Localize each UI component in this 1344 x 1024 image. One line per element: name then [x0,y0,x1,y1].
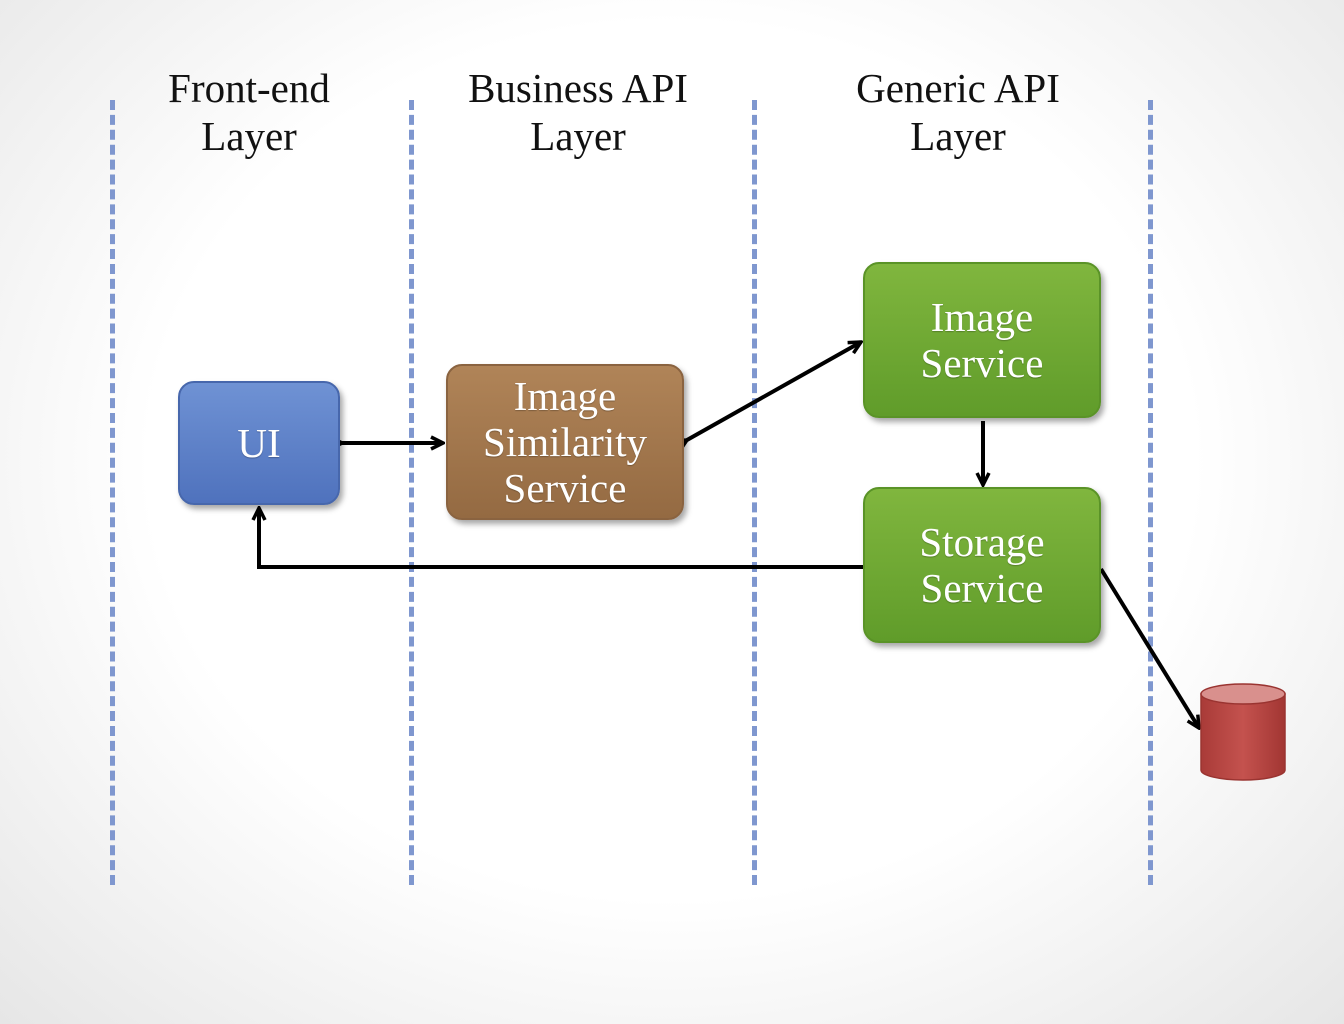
layer-title-generic-api: Generic API Layer [798,64,1118,160]
layer-divider [1148,100,1153,885]
node-label: UI [237,420,281,466]
node-label: Image [930,294,1034,340]
layer-title-business-api: Business API Layer [418,64,738,160]
layer-title-line: Layer [910,113,1006,159]
node-label: Image [513,373,617,419]
layer-divider [752,100,757,885]
storage-service-node: Storage Service [863,487,1101,643]
layer-title-line: Business API [468,65,688,111]
ui-node: UI [178,381,340,505]
layer-divider [409,100,414,885]
layer-title-line: Front-end [168,65,330,111]
layer-title-line: Generic API [856,65,1060,111]
database-icon [1200,683,1286,781]
arrow-similarity-image [687,342,861,440]
layer-divider [110,100,115,885]
layer-title-line: Layer [530,113,626,159]
arrow-storage-ui [259,508,863,569]
node-label: Similarity [483,419,647,465]
layer-title-line: Layer [201,113,297,159]
image-similarity-service-node: Image Similarity Service [446,364,684,520]
node-label: Storage [919,519,1045,565]
node-label: Service [920,565,1044,611]
node-label: Service [503,465,627,511]
image-service-node: Image Service [863,262,1101,418]
node-label: Service [920,340,1044,386]
arrow-storage-database [1099,567,1199,728]
layer-title-front-end: Front-end Layer [89,64,409,160]
